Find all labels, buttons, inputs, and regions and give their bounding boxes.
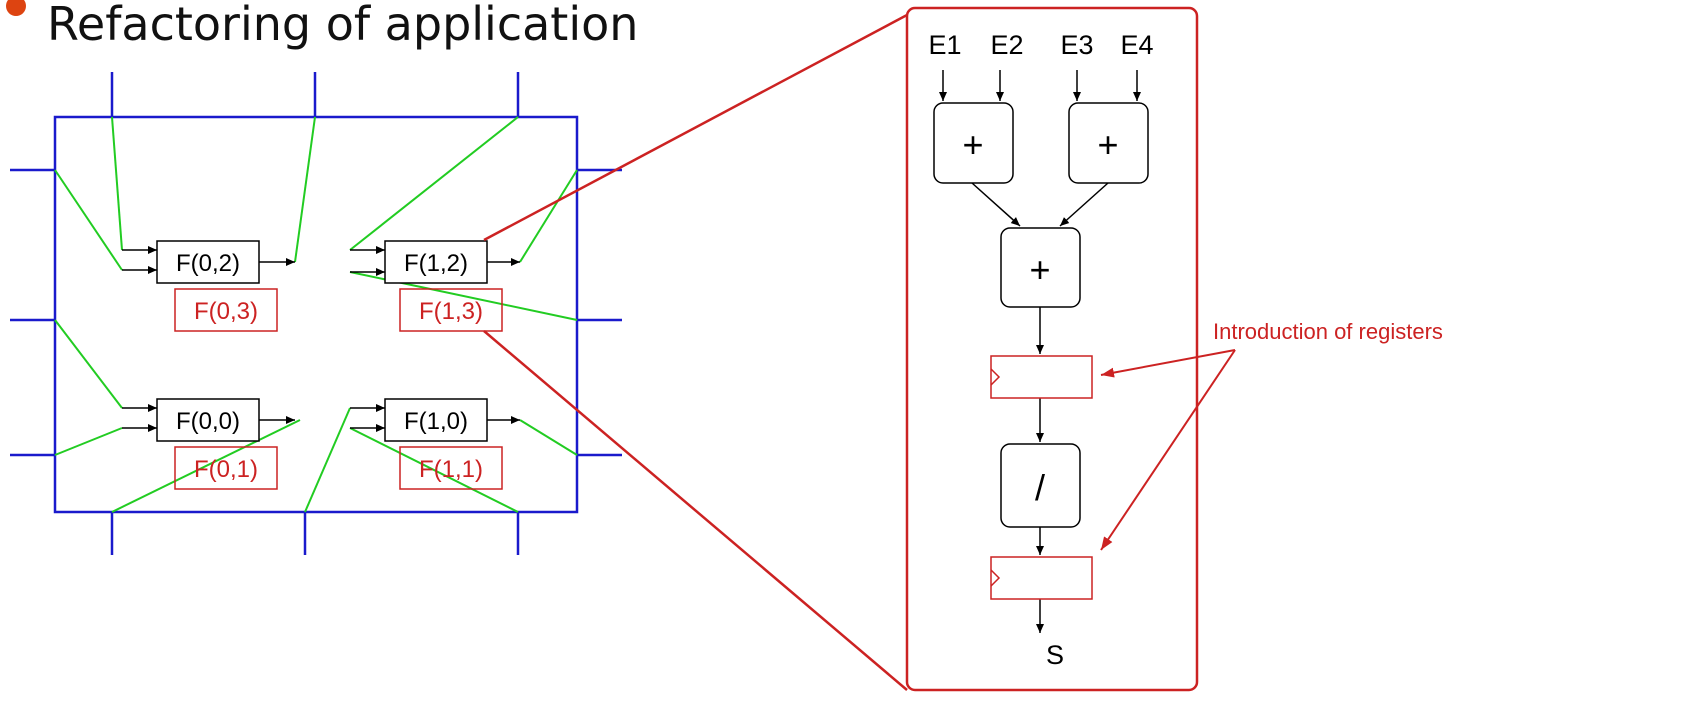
divider-block: / [1000,443,1081,528]
register-label: F(0,3) [194,298,258,325]
fabric-grid: F(0,2) F(1,2) F(0,0) F(1,0) F(0,3) F(1,3… [10,72,622,555]
register-label: F(1,3) [419,298,483,325]
input-label: E2 [990,30,1023,60]
register-label: F(1,1) [419,456,483,483]
register-cell: F(0,3) [174,288,278,332]
zoom-lines [483,13,908,691]
input-label: E4 [1120,30,1153,60]
operator-label: + [1029,249,1050,290]
function-label: F(0,2) [176,250,240,277]
pipeline-register [990,355,1093,399]
cell-ports [122,246,520,432]
operator-label: + [1097,124,1118,165]
register-cell: F(1,3) [399,288,503,332]
function-cell: F(0,0) [156,398,260,442]
input-label: E3 [1060,30,1093,60]
function-label: F(0,0) [176,408,240,435]
io-stubs [10,72,622,555]
title-text: Refactoring of application [47,0,638,51]
clock-icon [990,569,1001,587]
function-label: F(1,0) [404,408,468,435]
clock-icon [990,368,1001,386]
function-cell: F(1,0) [384,398,488,442]
register-label: F(0,1) [194,456,258,483]
fabric-boundary [53,115,579,514]
bullet-icon [6,0,26,16]
input-label: E1 [928,30,961,60]
operator-label: + [962,124,983,165]
pipeline-register [990,556,1093,600]
function-cell: F(0,2) [156,240,260,284]
adder-block: + [1000,227,1081,308]
function-label: F(1,2) [404,250,468,277]
register-annotation: Introduction of registers [1100,319,1443,551]
register-cell: F(1,1) [399,446,503,490]
register-cell: F(0,1) [174,446,278,490]
adder-block: + [1068,102,1149,184]
dataflow-arrows [939,70,1141,633]
output-label: S [1046,640,1064,670]
function-cell: F(1,2) [384,240,488,284]
routing-wires [54,116,578,513]
operator-label: / [1035,467,1045,508]
annotation-text: Introduction of registers [1213,319,1443,344]
adder-block: + [933,102,1014,184]
slide-title: Refactoring of application [6,0,638,51]
detail-panel: E1 E2 E3 E4 + + + [905,6,1199,692]
